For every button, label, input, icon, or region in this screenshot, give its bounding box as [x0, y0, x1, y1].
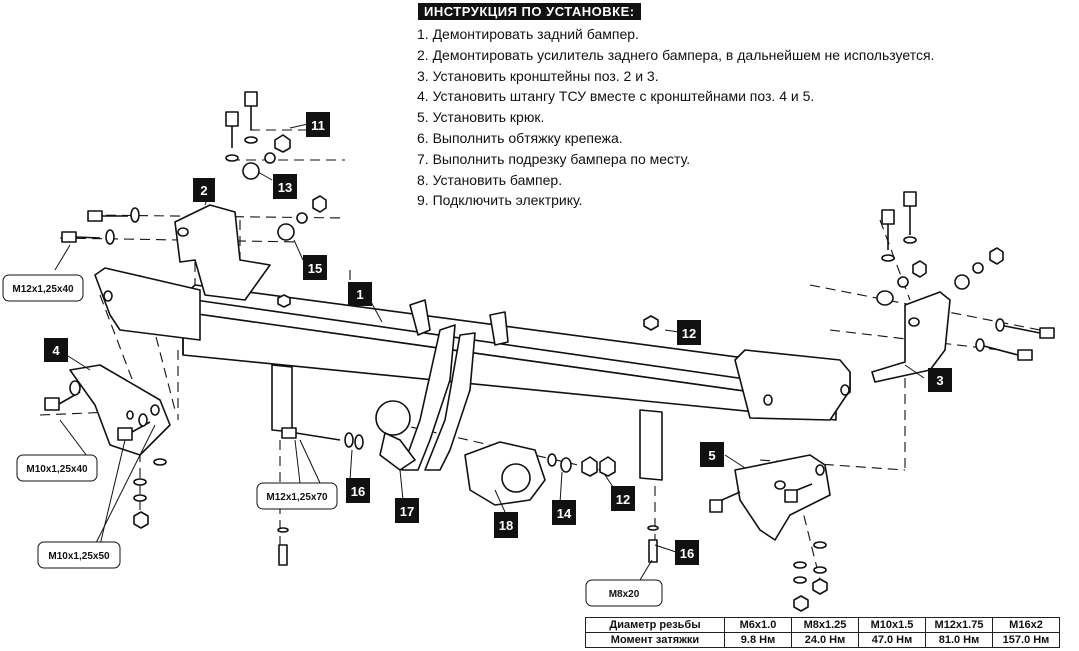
svg-text:14: 14 [557, 506, 572, 521]
socket-bracket [464, 441, 546, 506]
callout-13: 12 [677, 320, 701, 345]
instructions-list: 1. Демонтировать задний бампер. 2. Демон… [417, 24, 934, 211]
callout-4: 4 [44, 338, 68, 362]
tow-hook [375, 299, 509, 471]
callout-badges: 11 13 2 15 1 4 12 3 5 16 17 18 14 12 16 [44, 112, 952, 565]
callout-19: 17 [395, 498, 419, 523]
callout-15: 14 [552, 500, 576, 525]
callout-5: 5 [700, 442, 724, 467]
instruction-step: 8. Установить бампер. [417, 171, 563, 188]
bracket-5 [734, 454, 831, 541]
bolts [44, 91, 1055, 566]
callout-11: 11 [306, 112, 330, 137]
callout-16: 16 [675, 540, 699, 565]
instruction-step: 7. Выполнить подрезку бампера по месту. [417, 150, 691, 167]
bracket-4 [69, 364, 171, 456]
torque-cell: 81.0 Нм [925, 632, 993, 648]
bracket-3 [871, 291, 951, 383]
svg-text:16: 16 [680, 546, 694, 561]
thread-row-label: Диаметр резьбы [585, 617, 725, 633]
callout-14: 13 [273, 174, 297, 199]
bolt-labels: M12x1,25x40 M10x1,25x40 M10x1,25x50 M12x… [12, 284, 639, 600]
callout-18: 16 [346, 478, 370, 503]
svg-text:13: 13 [278, 180, 292, 195]
svg-text:17: 17 [400, 504, 414, 519]
thread-cell: M12x1.75 [925, 617, 993, 633]
svg-text:15: 15 [308, 261, 322, 276]
torque-cell: 47.0 Нм [858, 632, 926, 648]
bracket-2 [174, 204, 271, 301]
svg-text:3: 3 [936, 373, 943, 388]
torque-table: Диаметр резьбы M6x1.0 M8x1.25 M10x1.5 M1… [585, 617, 1060, 648]
thread-row: Диаметр резьбы M6x1.0 M8x1.25 M10x1.5 M1… [585, 617, 1060, 633]
bolt-label-m8x20: M8x20 [609, 589, 640, 600]
bolt-label-m12x40: M12x1,25x40 [12, 284, 74, 295]
callout-12: 12 [611, 486, 635, 511]
thread-cell: M8x1.25 [791, 617, 859, 633]
instruction-step: 4. Установить штангу ТСУ вместе с кроншт… [417, 88, 815, 105]
svg-text:5: 5 [708, 448, 715, 463]
bolt-label-boxes [2, 274, 663, 607]
side-plates [271, 364, 663, 481]
callout-3: 3 [928, 368, 952, 392]
callout-2: 2 [193, 178, 215, 202]
svg-text:4: 4 [52, 343, 60, 358]
svg-text:18: 18 [499, 518, 513, 533]
svg-text:16: 16 [351, 484, 365, 499]
bolt-label-m10x50: M10x1,25x50 [48, 551, 110, 562]
callout-20: 18 [494, 512, 518, 538]
instruction-step: 5. Установить крюк. [417, 109, 545, 126]
torque-cell: 24.0 Нм [791, 632, 859, 648]
cross-beam [94, 267, 851, 421]
bolt-label-m10x40: M10x1,25x40 [26, 464, 88, 475]
svg-text:2: 2 [200, 183, 207, 198]
torque-cell: 157.0 Нм [992, 632, 1060, 648]
torque-row: Момент затяжки 9.8 Нм 24.0 Нм 47.0 Нм 81… [585, 632, 1060, 648]
instruction-step: 1. Демонтировать задний бампер. [417, 26, 639, 42]
svg-text:11: 11 [311, 118, 325, 133]
torque-row-label: Момент затяжки [585, 632, 725, 648]
instruction-step: 3. Установить кронштейны поз. 2 и 3. [417, 67, 659, 84]
callout-17: 15 [303, 255, 327, 280]
instruction-step: 6. Выполнить обтяжку крепежа. [417, 129, 623, 146]
thread-cell: M10x1.5 [858, 617, 926, 633]
bolt-label-m12x70: M12x1,25x70 [266, 492, 328, 503]
svg-text:1: 1 [356, 287, 363, 302]
instruction-step: 9. Подключить электрику. [417, 192, 583, 209]
instruction-step: 2. Демонтировать усилитель заднего бампе… [417, 46, 935, 63]
callout-1: 1 [348, 282, 372, 306]
svg-text:12: 12 [682, 326, 696, 341]
torque-cell: 9.8 Нм [724, 632, 792, 648]
svg-text:12: 12 [616, 492, 630, 507]
thread-cell: M6x1.0 [724, 617, 792, 633]
thread-cell: M16x2 [992, 617, 1060, 633]
washers-nuts [69, 134, 1005, 612]
instructions-title: ИНСТРУКЦИЯ ПО УСТАНОВКЕ: [418, 3, 641, 20]
